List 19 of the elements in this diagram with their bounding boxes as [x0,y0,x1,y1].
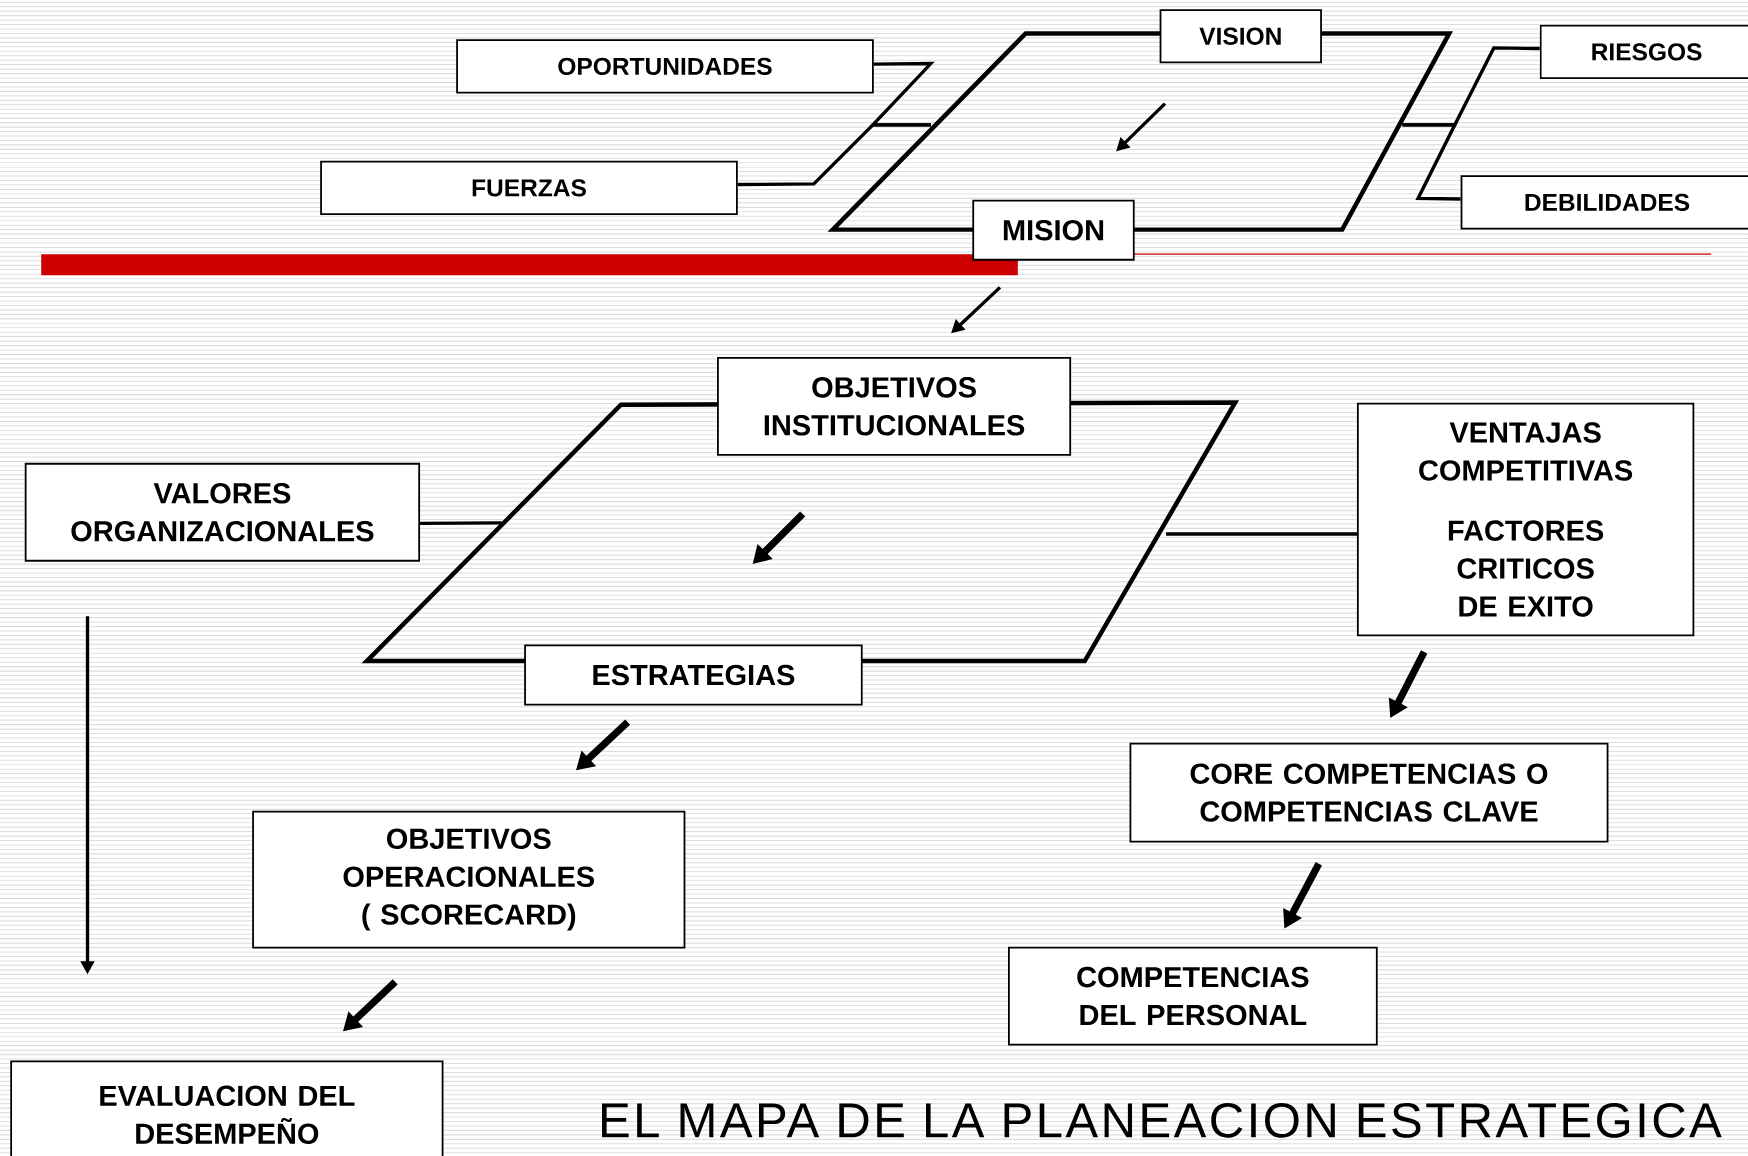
label-box: COMPETENCIAS DEL PERSONAL [1008,946,1378,1046]
label-box: VALORES ORGANIZACIONALES [24,462,421,562]
label-box: ESTRATEGIAS [524,644,863,706]
label-box: MISION [972,199,1135,261]
label-box: EVALUACION DEL DESEMPEÑO [10,1060,444,1156]
connector-line [737,123,931,187]
label-box: FUERZAS [320,160,738,215]
label-box: VENTAJAS COMPETITIVAS FACTORES CRITICOS DE EXITO [1356,402,1695,637]
label-box: DEBILIDADES [1460,175,1748,230]
label-box: VISION [1159,9,1322,64]
label-box: CORE COMPETENCIAS O COMPETENCIAS CLAVE [1129,742,1609,843]
label-box: OBJETIVOS INSTITUCIONALES [717,356,1072,456]
label-box: RIESGOS [1539,24,1748,79]
connector-line [420,521,502,526]
connector-line [1166,532,1357,536]
label-box: OBJETIVOS OPERACIONALES ( SCORECARD) [252,810,686,949]
connector-line [1402,123,1461,201]
title: EL MAPA DE LA PLANEACION ESTRATEGICA [602,1102,1722,1138]
label-box: OPORTUNIDADES [456,39,874,94]
